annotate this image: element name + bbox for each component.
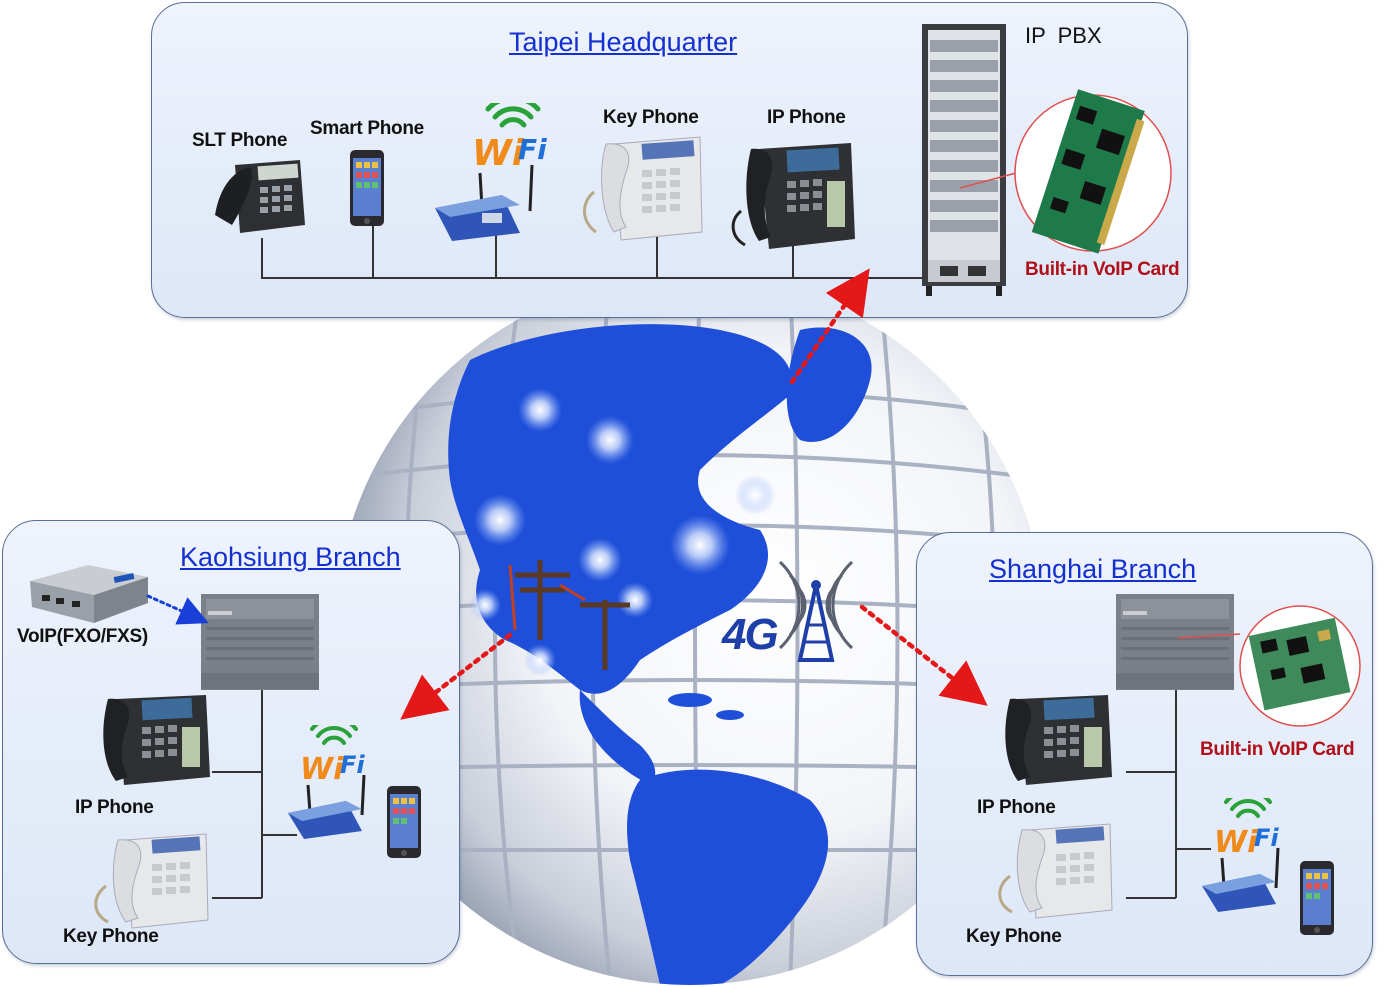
key-phone-label: Key Phone (603, 107, 699, 128)
slt-phone-icon (210, 155, 310, 240)
shanghai-wifi-router-icon: Wi Fi (1200, 798, 1300, 916)
shanghai-ip-phone-icon (990, 693, 1114, 789)
kaohsiung-title: Kaohsiung Branch (180, 542, 401, 572)
kaohsiung-ip-phone-label: IP Phone (75, 797, 154, 818)
ip-phone-label: IP Phone (767, 107, 846, 128)
svg-text:Wi: Wi (300, 752, 344, 787)
shanghai-voip-card-label: Built-in VoIP Card (1200, 739, 1355, 760)
kaohsiung-key-phone-label: Key Phone (63, 926, 159, 947)
hq-voip-card-label: Built-in VoIP Card (1025, 259, 1180, 280)
city-lights (469, 388, 775, 676)
shanghai-ip-phone-label: IP Phone (977, 797, 1056, 818)
headquarter-title: Taipei Headquarter (509, 27, 738, 57)
svg-text:Fi: Fi (518, 133, 547, 166)
south-america-landmass (627, 769, 829, 985)
shanghai-key-phone-label: Key Phone (966, 926, 1062, 947)
ip-pbx-label: IP PBX (1025, 23, 1102, 48)
svg-text:Wi: Wi (1214, 825, 1258, 860)
shanghai-smart-phone-icon (1299, 860, 1335, 936)
central-america-landmass (579, 690, 656, 785)
shanghai-key-phone-icon (994, 820, 1116, 920)
smart-phone-label: Smart Phone (310, 118, 424, 139)
shanghai-voip-card-callout (1176, 598, 1362, 736)
svg-text:Fi: Fi (340, 751, 365, 779)
slt-phone-label: SLT Phone (192, 130, 288, 151)
voip-gateway-label: VoIP(FXO/FXS) (17, 626, 148, 647)
kaohsiung-wifi-router-icon: Wi Fi (286, 725, 386, 843)
hq-key-phone-icon (576, 132, 706, 244)
hq-bus-line (261, 277, 923, 279)
cellular-tower-icon (778, 560, 854, 662)
hq-ip-phone-icon (729, 141, 857, 253)
shanghai-title: Shanghai Branch (989, 554, 1197, 584)
shanghai-pbx-icon (1115, 593, 1235, 691)
ip-pbx-rack-icon (920, 22, 1012, 298)
utility-pole-icon (508, 560, 630, 670)
kaohsiung-key-phone-icon (90, 830, 212, 930)
svg-text:Fi: Fi (1254, 824, 1279, 852)
kaohsiung-smart-phone-icon (386, 785, 422, 859)
voip-gateway-icon (28, 563, 150, 625)
svg-text:Wi: Wi (472, 133, 525, 174)
hq-voip-card-callout (958, 88, 1188, 258)
kaohsiung-pbx-icon (200, 593, 320, 691)
cellular-4g-label: 4G (722, 610, 779, 659)
hq-wifi-router-icon: Wi Fi (432, 103, 552, 243)
kaohsiung-ip-phone-icon (88, 693, 212, 789)
smart-phone-icon (349, 149, 385, 227)
